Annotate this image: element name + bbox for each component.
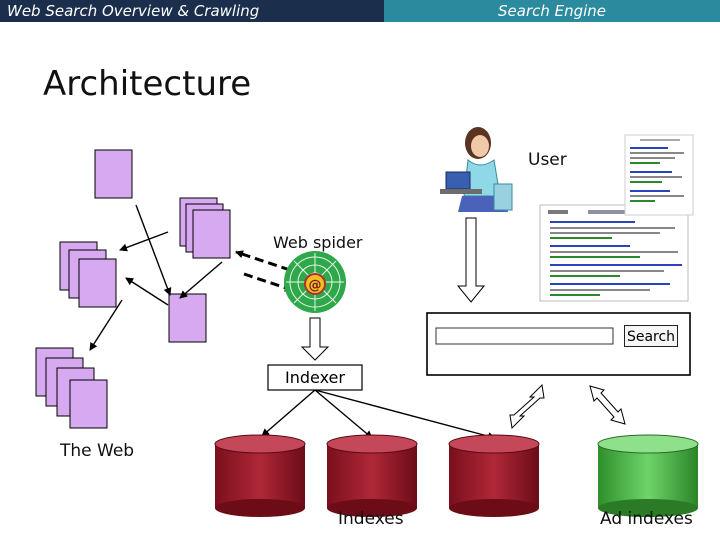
indexer-to-index-arrows (261, 389, 496, 441)
web-spider-label: Web spider (273, 233, 363, 252)
web-page-stack-bottom (35, 347, 108, 429)
index-database-1 (214, 434, 306, 517)
user-at-laptop-icon (440, 127, 513, 212)
spider-crawl-arrows (235, 250, 293, 292)
svg-text:@: @ (309, 278, 322, 293)
search-to-index-double-arrow (509, 383, 545, 430)
user-label: User (528, 150, 567, 170)
spider-web-icon: @ (284, 251, 346, 313)
ad-index-database (597, 434, 699, 517)
ad-indexes-label: Ad indexes (600, 509, 693, 529)
indexer-box (267, 364, 363, 391)
spider-to-indexer-arrow (300, 317, 330, 361)
slide-title: Architecture (43, 64, 252, 104)
web-page-stack-left (59, 241, 117, 308)
web-page-single-middle (168, 293, 207, 343)
search-button[interactable]: Search (624, 325, 678, 347)
header-topic-title: Search Engine (384, 0, 720, 22)
web-link-arrows (89, 204, 223, 351)
web-page-stack-top (179, 197, 231, 259)
indexes-label: Indexes (338, 509, 404, 529)
index-database-3 (448, 434, 540, 517)
search-to-ad-index-double-arrow (589, 385, 626, 425)
user-to-search-arrow (456, 217, 486, 303)
web-page-single-top (94, 149, 133, 199)
indexer-label: Indexer (285, 368, 345, 387)
results-page-icon (539, 134, 694, 302)
the-web-label: The Web (60, 441, 135, 461)
search-query-input[interactable] (435, 327, 614, 345)
index-database-2 (326, 434, 418, 517)
header-section-title: Web Search Overview & Crawling (0, 0, 384, 22)
